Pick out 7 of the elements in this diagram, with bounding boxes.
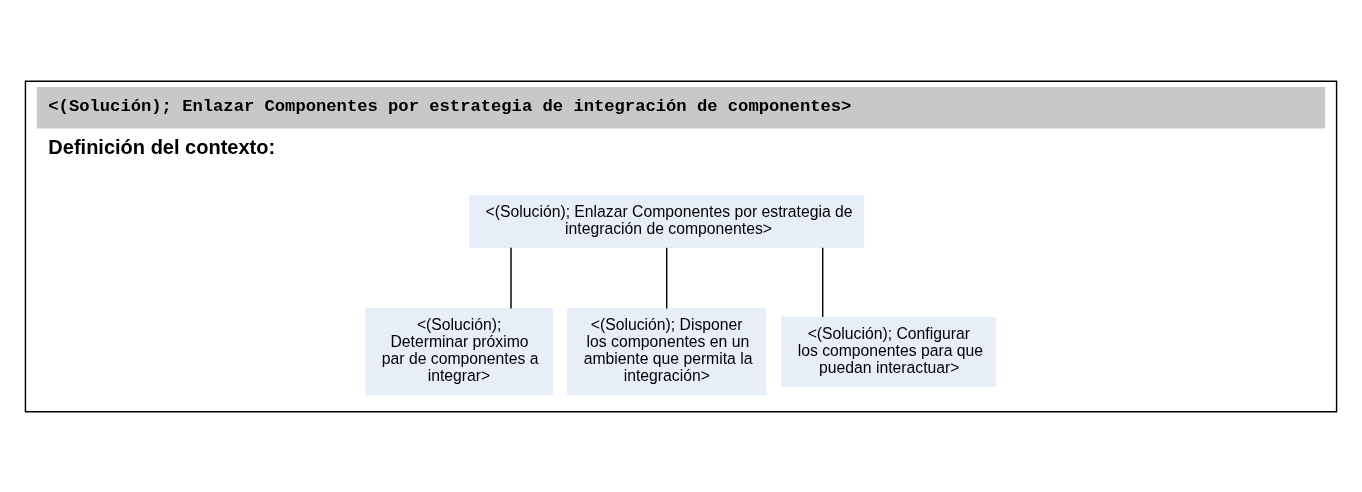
connector (665, 246, 668, 309)
node-box: <(Solución); Enlazar Componentes por estrategia de integración de componentes> (469, 194, 865, 248)
node-box: <(Solución); Configurar los componentes para que puedan interactuar> (781, 316, 996, 387)
node-box: <(Solución); Disponer los componentes en un ambiente que permita la integración> (567, 307, 767, 395)
connector (822, 246, 824, 318)
node-box: <(Solución); Determinar próximo par de componentes a integrar> (365, 307, 553, 395)
connector (510, 246, 512, 309)
